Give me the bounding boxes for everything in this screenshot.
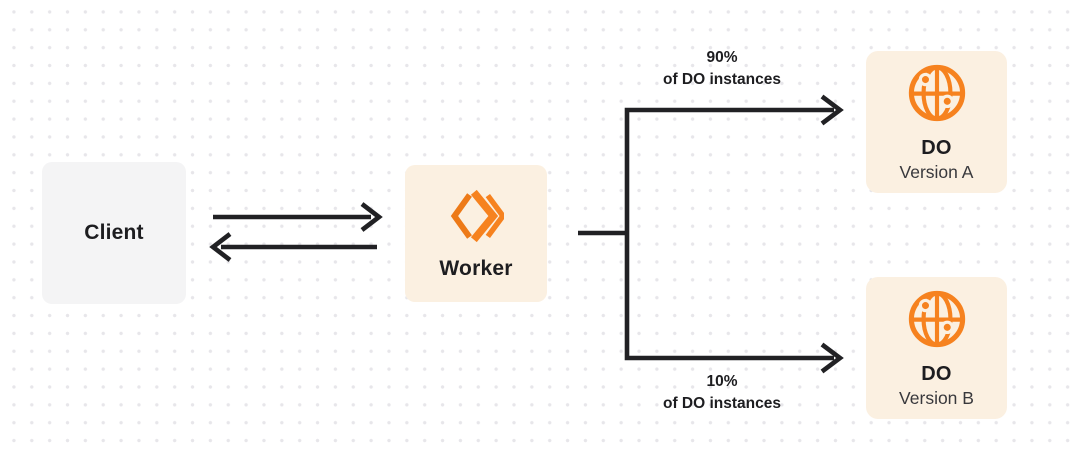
do-b-title: DO (921, 363, 952, 385)
route-a-percent: 90% (706, 49, 738, 66)
do-b-subtitle: Version B (899, 388, 974, 408)
arrowhead-to-version-a (820, 94, 844, 126)
worker-label: Worker (439, 256, 513, 280)
worker-node: Worker (405, 165, 547, 302)
arrow-client-to-worker (213, 202, 383, 232)
arrow-worker-to-client (209, 232, 377, 262)
do-a-title: DO (921, 137, 952, 159)
route-a-caption: of DO instances (663, 71, 781, 88)
route-b-caption: of DO instances (663, 395, 781, 412)
do-a-subtitle: Version A (899, 162, 974, 182)
client-node: Client (42, 162, 186, 304)
route-b-label: 10% of DO instances (607, 371, 837, 415)
globe-icon (905, 287, 969, 351)
client-label: Client (84, 221, 144, 244)
route-b-percent: 10% (706, 373, 738, 390)
do-version-a-node: DO Version A (866, 51, 1007, 193)
arrowhead-to-version-b (820, 342, 844, 374)
do-version-b-node: DO Version B (866, 277, 1007, 419)
cloudflare-workers-icon (448, 187, 504, 245)
globe-icon (905, 61, 969, 125)
branch-connector (578, 107, 834, 361)
route-a-label: 90% of DO instances (607, 47, 837, 91)
